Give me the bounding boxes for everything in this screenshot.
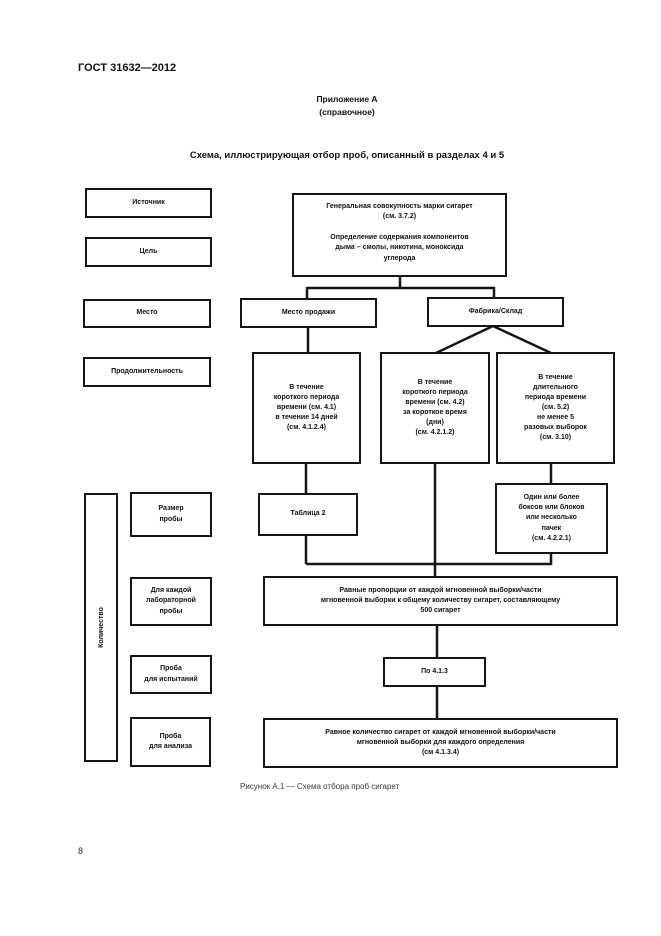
- node-po-413: По 4.1.3: [383, 657, 486, 687]
- row-label-source: Источник: [85, 188, 212, 218]
- row-label-analysis-sample: Проба для анализа: [130, 717, 211, 767]
- node-population: Генеральная совокупность марки сигарет (…: [292, 193, 507, 277]
- node-boxes-blocks: Один или более боксов или блоков или нес…: [495, 483, 608, 554]
- row-label-test-sample: Проба для испытаний: [130, 655, 212, 694]
- row-label-goal-text: Цель: [139, 247, 158, 255]
- row-label-place: Место: [83, 299, 211, 328]
- node-factory-text: Фабрика/Склад: [468, 307, 523, 315]
- node-po-413-text: По 4.1.3: [421, 667, 448, 675]
- node-table2: Таблица 2: [258, 493, 358, 536]
- node-short-period-1-text: В течение короткого периода времени (см.…: [273, 383, 340, 432]
- node-factory: Фабрика/Склад: [427, 297, 564, 327]
- row-label-source-text: Источник: [132, 198, 165, 206]
- node-purpose-text: Определение содержания компонентов дыма …: [330, 234, 469, 262]
- node-equal-proportions-text: Равные пропорции от каждой мгновенной вы…: [320, 586, 561, 615]
- node-population-text: Генеральная совокупность марки сигарет (…: [326, 203, 473, 221]
- node-boxes-blocks-text: Один или более боксов или блоков или нес…: [518, 494, 585, 542]
- row-label-sample-size-text: Размер пробы: [158, 505, 184, 523]
- node-long-period-text: В течение длительного периода времени (с…: [524, 373, 587, 442]
- node-sale-place-text: Место продажи: [281, 308, 336, 316]
- appendix-note: (справочное): [319, 106, 375, 117]
- row-label-duration: Продолжительность: [83, 357, 211, 387]
- node-equal-proportions: Равные пропорции от каждой мгновенной вы…: [263, 576, 618, 626]
- row-label-lab-sample: Для каждой лабораторной пробы: [130, 577, 212, 626]
- doc-number: ГОСТ 31632—2012: [78, 62, 177, 74]
- page-number: 8: [78, 846, 84, 856]
- appendix-heading: Приложение А (справочное): [0, 93, 661, 119]
- node-sale-place: Место продажи: [240, 298, 377, 328]
- node-equal-quantity: Равное количество сигарет от каждой мгно…: [263, 718, 618, 768]
- node-long-period: В течение длительного периода времени (с…: [496, 352, 615, 464]
- node-short-period-2-text: В течение короткого периода времени (см.…: [402, 378, 468, 437]
- row-label-quantity-text: Количество: [97, 607, 105, 648]
- figure-caption: Рисунок А.1 — Схема отбора проб сигарет: [240, 782, 400, 791]
- node-table2-text: Таблица 2: [290, 510, 326, 518]
- row-label-quantity: Количество: [84, 493, 118, 762]
- row-label-lab-sample-text: Для каждой лабораторной пробы: [146, 587, 196, 615]
- row-label-duration-text: Продолжительность: [111, 367, 183, 375]
- row-label-sample-size: Размер пробы: [130, 492, 212, 537]
- row-label-analysis-sample-text: Проба для анализа: [149, 732, 192, 750]
- row-label-test-sample-text: Проба для испытаний: [144, 665, 198, 683]
- row-label-place-text: Место: [136, 309, 158, 317]
- node-equal-quantity-text: Равное количество сигарет от каждой мгно…: [325, 728, 556, 757]
- node-short-period-1: В течение короткого периода времени (см.…: [252, 352, 361, 464]
- appendix-label: Приложение А: [316, 94, 378, 104]
- scheme-title: Схема, иллюстрирующая отбор проб, описан…: [189, 150, 505, 161]
- node-short-period-2: В течение короткого периода времени (см.…: [380, 352, 490, 464]
- row-label-goal: Цель: [85, 237, 212, 267]
